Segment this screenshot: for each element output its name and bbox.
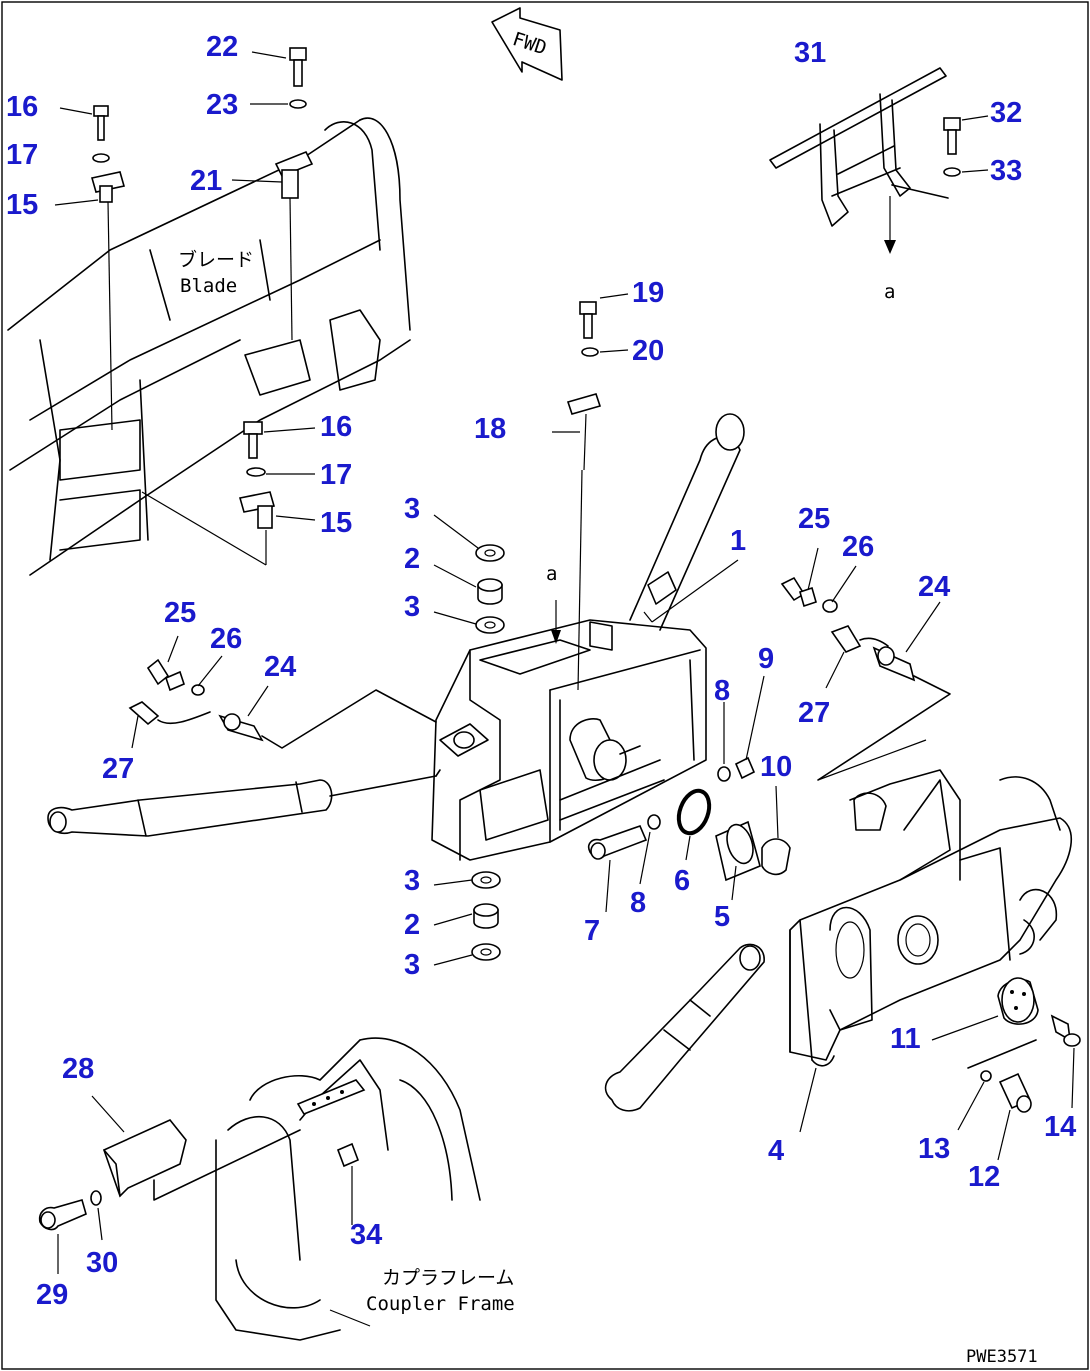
bracket-4 [789,739,1072,1133]
callout-4: 4 [768,1135,784,1167]
callout-16-top: 16 [6,91,38,123]
fwd-label: FWD [510,28,549,60]
callout-33: 33 [990,155,1022,187]
blade-caption-en: Blade [180,275,237,297]
callout-32: 32 [990,97,1022,129]
blade-caption-jp: ブレード [178,248,254,271]
mount-stack-lower [433,871,501,966]
callout-18: 18 [474,413,506,445]
cylinder-left [47,769,441,837]
callout-24-left: 24 [264,651,296,683]
coupler-caption-en: Coupler Frame [366,1293,515,1315]
callout-14: 14 [1044,1111,1076,1143]
callout-19: 19 [632,277,664,309]
grease-group-bottom-right [931,977,1081,1161]
callout-30: 30 [86,1247,118,1279]
callout-27-right: 27 [798,697,830,729]
callout-15-mid: 15 [320,507,352,539]
blade-outline: ブレード Blade [7,117,411,576]
callout-25-right: 25 [798,503,830,535]
mount-stack-upper [433,514,505,634]
callout-13: 13 [918,1133,950,1165]
callout-16-mid: 16 [320,411,352,443]
drawing-code: PWE3571 [966,1347,1038,1367]
assembly-main [431,413,745,861]
callout-22: 22 [206,31,238,63]
callout-34: 34 [350,1219,382,1251]
callout-25-left: 25 [164,597,196,629]
callout-15-top: 15 [6,189,38,221]
bolt-group-middle [141,421,316,566]
callout-23: 23 [206,89,238,121]
grease-group-left [128,635,437,749]
callout-11: 11 [890,1023,921,1055]
callout-8-lower: 8 [630,887,646,919]
callout-29: 29 [36,1279,68,1311]
pin-parts [587,675,791,913]
callout-31: 31 [794,37,826,69]
callout-2-b: 2 [404,909,420,941]
callout-26-left: 26 [210,623,242,655]
coupler-frame: カプラフレーム Coupler Frame [215,1037,515,1341]
bolt-group-21 [231,47,314,341]
callout-3-d: 3 [404,949,420,981]
cylinder-right [604,943,765,1112]
callout-9: 9 [758,643,774,675]
cover-28 [38,1095,301,1274]
coupler-caption-jp: カプラフレーム [382,1267,514,1289]
callout-2-a: 2 [404,543,420,575]
bolt-group-18 [552,293,629,691]
callout-3-c: 3 [404,865,420,897]
grease-group-right [780,547,951,781]
callout-27-left: 27 [102,753,134,785]
callout-17-mid: 17 [320,459,352,491]
part-numbers: 22 23 21 16 17 15 31 32 33 19 20 18 16 1… [6,31,1076,1311]
view-label-a-main: a [546,563,557,585]
callout-12: 12 [968,1161,1000,1193]
callout-10: 10 [760,751,792,783]
callout-26-right: 26 [842,531,874,563]
callout-24-right: 24 [918,571,950,603]
bolt-group-top-left [54,105,126,431]
callout-21: 21 [190,165,222,197]
callout-17-top: 17 [6,139,38,171]
callout-5: 5 [714,901,730,933]
bracket-31: a [769,67,989,303]
callout-8-upper: 8 [714,675,730,707]
callout-6: 6 [674,865,690,897]
view-marker-a: a [546,563,561,644]
fwd-arrow: FWD [491,7,563,81]
callout-28: 28 [62,1053,94,1085]
callout-7: 7 [584,915,600,947]
callout-20: 20 [632,335,664,367]
callout-3-b: 3 [404,591,420,623]
callout-1: 1 [730,525,746,557]
view-label-a-top: a [884,281,895,303]
callout-3-a: 3 [404,493,420,525]
